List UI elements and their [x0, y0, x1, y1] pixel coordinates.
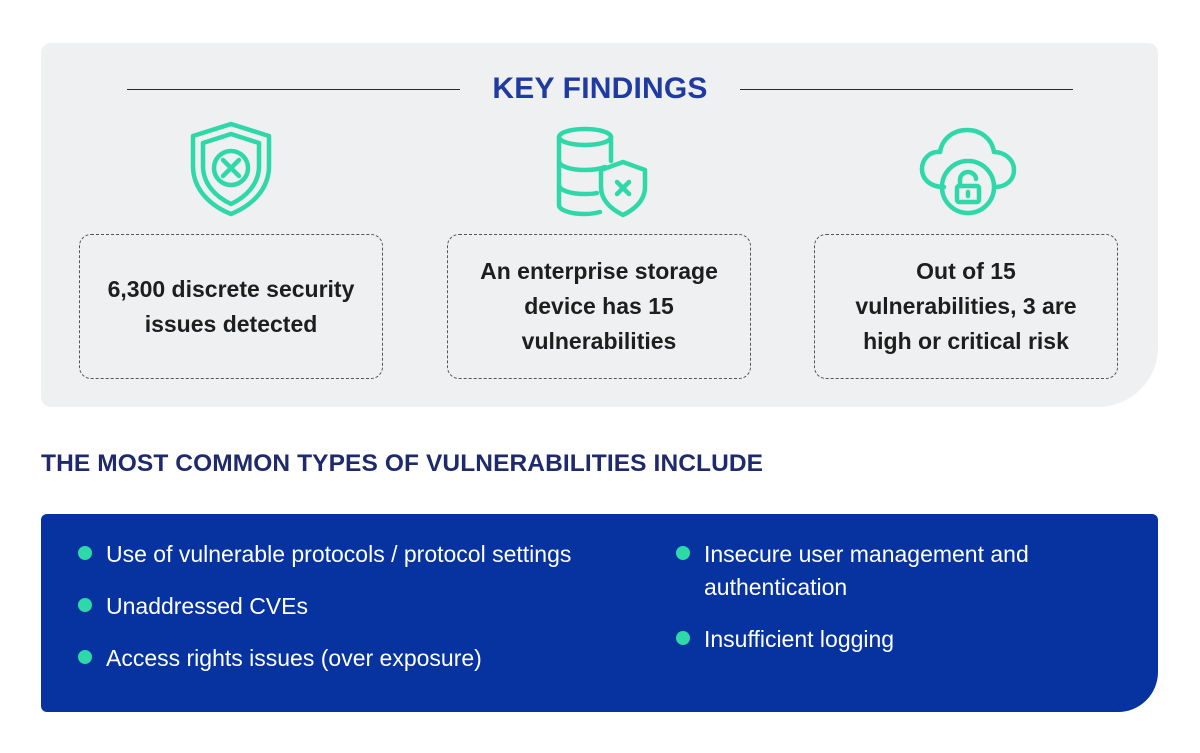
- finding-card-security-issues: 6,300 discrete security issues detected: [79, 234, 383, 379]
- finding-text: An enterprise storage device has 15 vuln…: [480, 258, 718, 354]
- finding-card-risk-level: Out of 15 vulnerabilities, 3 are high or…: [814, 234, 1118, 379]
- finding-text: 6,300 discrete security issues detected: [107, 275, 355, 337]
- list-item: Use of vulnerable protocols / protocol s…: [78, 538, 658, 571]
- bullet-dot-icon: [676, 546, 690, 560]
- finding-text: Out of 15 vulnerabilities, 3 are high or…: [855, 258, 1077, 354]
- list-item: Access rights issues (over exposure): [78, 642, 658, 675]
- bullet-dot-icon: [676, 631, 690, 645]
- vulnerability-list-right: Insecure user management and authenticat…: [676, 538, 1076, 675]
- list-item: Insecure user management and authenticat…: [676, 538, 1076, 604]
- vulnerabilities-heading: THE MOST COMMON TYPES OF VULNERABILITIES…: [41, 450, 764, 477]
- title-divider-left: [127, 88, 461, 90]
- shield-x-icon: [190, 121, 272, 217]
- bullet-dot-icon: [78, 650, 92, 664]
- vulnerability-list-left: Use of vulnerable protocols / protocol s…: [78, 538, 658, 694]
- vulnerabilities-panel: Use of vulnerable protocols / protocol s…: [41, 514, 1158, 712]
- list-item-text: Insecure user management and authenticat…: [704, 541, 1029, 600]
- list-item-text: Unaddressed CVEs: [106, 593, 308, 619]
- database-shield-icon: [556, 126, 648, 218]
- cloud-lock-icon: [919, 127, 1017, 216]
- bullet-dot-icon: [78, 598, 92, 612]
- key-findings-title: KEY FINDINGS: [492, 72, 708, 105]
- finding-card-storage-device: An enterprise storage device has 15 vuln…: [447, 234, 751, 379]
- list-item-text: Insufficient logging: [704, 626, 895, 652]
- key-findings-panel: KEY FINDINGS 6,300 discrete security iss…: [41, 43, 1158, 407]
- list-item: Insufficient logging: [676, 623, 1076, 656]
- key-findings-header: KEY FINDINGS: [127, 71, 1073, 107]
- bullet-dot-icon: [78, 546, 92, 560]
- list-item: Unaddressed CVEs: [78, 590, 658, 623]
- title-divider-right: [739, 88, 1073, 90]
- list-item-text: Access rights issues (over exposure): [106, 645, 482, 671]
- list-item-text: Use of vulnerable protocols / protocol s…: [106, 541, 572, 567]
